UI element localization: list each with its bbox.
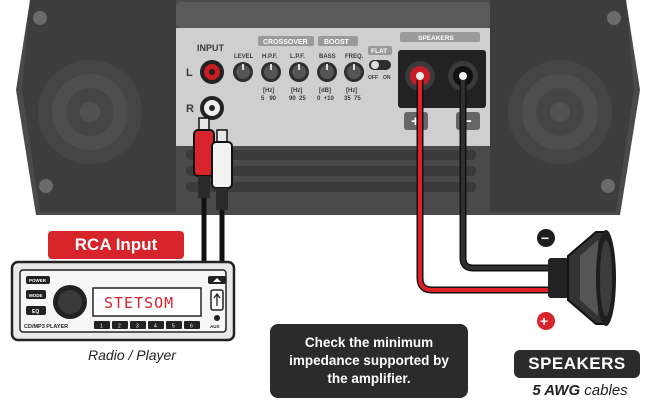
radio-display-text: STETSOM — [104, 294, 174, 312]
knob-freq[interactable]: FREQ. [Hz] 35 75 — [344, 54, 364, 102]
knob-label: BASS — [319, 54, 336, 60]
speaker-wire-negative-core — [461, 80, 560, 270]
usb-icon — [210, 289, 224, 311]
knob-scale: [Hz] — [263, 88, 274, 94]
heatsink-fins-left — [38, 60, 142, 164]
rca-input-tag: RCA Input — [48, 231, 184, 259]
preset-label: 1 — [100, 324, 103, 330]
speaker-terminal-negative[interactable] — [448, 61, 478, 91]
knob-scale: [Hz] — [291, 88, 302, 94]
preset-button[interactable] — [148, 321, 164, 329]
eq-button[interactable] — [26, 306, 46, 315]
flat-label: FLAT — [371, 48, 387, 55]
speakers-terminal-label: SPEAKERS — [418, 35, 454, 42]
speaker-wire-positive-core — [418, 80, 560, 292]
knob-label: L.P.F. — [290, 54, 305, 60]
knob-hpf[interactable]: H.P.F. [Hz] 5 90 — [261, 54, 281, 102]
eject-icon — [213, 278, 221, 282]
aux-label: AUX — [210, 324, 220, 329]
input-label: INPUT — [197, 43, 225, 53]
preset-label: 6 — [190, 324, 193, 330]
speaker-wires — [416, 80, 560, 294]
preset-label: 3 — [136, 324, 139, 330]
speaker-minus-marker: − — [537, 229, 555, 247]
screw-icon — [607, 11, 621, 25]
screw-icon — [601, 179, 615, 193]
knob-level[interactable]: LEVEL — [233, 54, 254, 82]
knob-label: LEVEL — [234, 54, 254, 60]
power-button[interactable] — [26, 276, 50, 284]
cable-word: cables — [584, 382, 628, 399]
preset-button[interactable] — [112, 321, 128, 329]
amplifier: INPUT L R CROSSOVER BOOST LEVEL H.P.F. — [16, 0, 640, 215]
radio-player: POWER MODE EQ STETSOM AUX CD/MP3 PLAYER … — [10, 260, 236, 342]
radio-model-label: CD/MP3 PLAYER — [24, 324, 68, 330]
speaker-plus-sign: + — [540, 313, 548, 329]
aux-jack[interactable] — [214, 315, 220, 321]
knob-range: 35 75 — [344, 96, 361, 102]
mode-label: MODE — [29, 293, 43, 298]
flat-toggle-switch[interactable] — [369, 60, 391, 70]
power-label: POWER — [29, 278, 47, 283]
crossover-header — [258, 36, 314, 46]
crossover-label: CROSSOVER — [263, 39, 308, 46]
impedance-note: Check the minimum impedance supported by… — [270, 324, 468, 398]
channel-left-label: L — [186, 67, 193, 79]
radio-caption: Radio / Player — [88, 347, 176, 363]
vent-slots — [186, 150, 476, 192]
knob-range: 5 90 — [261, 96, 277, 102]
flat-off-label: OFF — [368, 75, 378, 81]
radio-display — [92, 287, 202, 317]
preset-button[interactable] — [94, 321, 110, 329]
heatsink-fins-right — [508, 60, 612, 164]
knob-scale: [Hz] — [346, 88, 357, 94]
cable-gauge: 5 AWG — [532, 382, 581, 399]
speakers-tag: SPEAKERS — [514, 350, 640, 378]
boost-header — [318, 36, 358, 46]
knob-label: FREQ. — [345, 54, 364, 60]
flat-on-label: ON — [383, 75, 391, 81]
knob-bass[interactable]: BASS [dB] 0 +10 — [317, 54, 337, 102]
amplifier-top-ridge — [176, 2, 490, 28]
rca-jack-right[interactable] — [200, 96, 224, 120]
terminal-plus-sign: + — [411, 113, 420, 130]
preset-label: 4 — [154, 324, 157, 330]
preset-button[interactable] — [166, 321, 182, 329]
knob-label: H.P.F. — [262, 54, 278, 60]
speaker-terminal-positive[interactable] — [405, 61, 435, 91]
preset-button[interactable] — [130, 321, 146, 329]
speaker-minus-sign: − — [541, 230, 549, 246]
boost-label: BOOST — [324, 39, 350, 46]
knob-lpf[interactable]: L.P.F. [Hz] 90 25 — [289, 54, 309, 102]
preset-buttons: 1 2 3 4 5 6 — [94, 321, 200, 330]
eq-label: EQ — [32, 309, 39, 315]
speakers-header — [400, 32, 480, 42]
screw-icon — [33, 11, 47, 25]
rca-jack-left[interactable] — [200, 60, 224, 84]
rca-plug-red — [193, 117, 215, 198]
knob-range: 90 25 — [289, 96, 306, 102]
volume-knob[interactable] — [53, 285, 87, 319]
subwoofer-speaker-icon — [548, 230, 616, 326]
preset-label: 5 — [172, 324, 175, 330]
preset-button[interactable] — [184, 321, 200, 329]
cable-caption: 5 AWG cables — [510, 382, 650, 399]
mode-button[interactable] — [26, 290, 46, 299]
rca-plug-white — [211, 129, 233, 210]
screw-icon — [39, 179, 53, 193]
preset-label: 2 — [118, 324, 121, 330]
impedance-note-text: Check the minimum impedance supported by… — [289, 335, 449, 386]
flat-header — [368, 46, 392, 55]
speaker-plus-marker: + — [537, 312, 555, 330]
terminal-minus-sign: − — [463, 113, 472, 130]
knob-range: 0 +10 — [317, 96, 335, 102]
channel-right-label: R — [186, 103, 194, 115]
knob-scale: [dB] — [319, 88, 331, 94]
